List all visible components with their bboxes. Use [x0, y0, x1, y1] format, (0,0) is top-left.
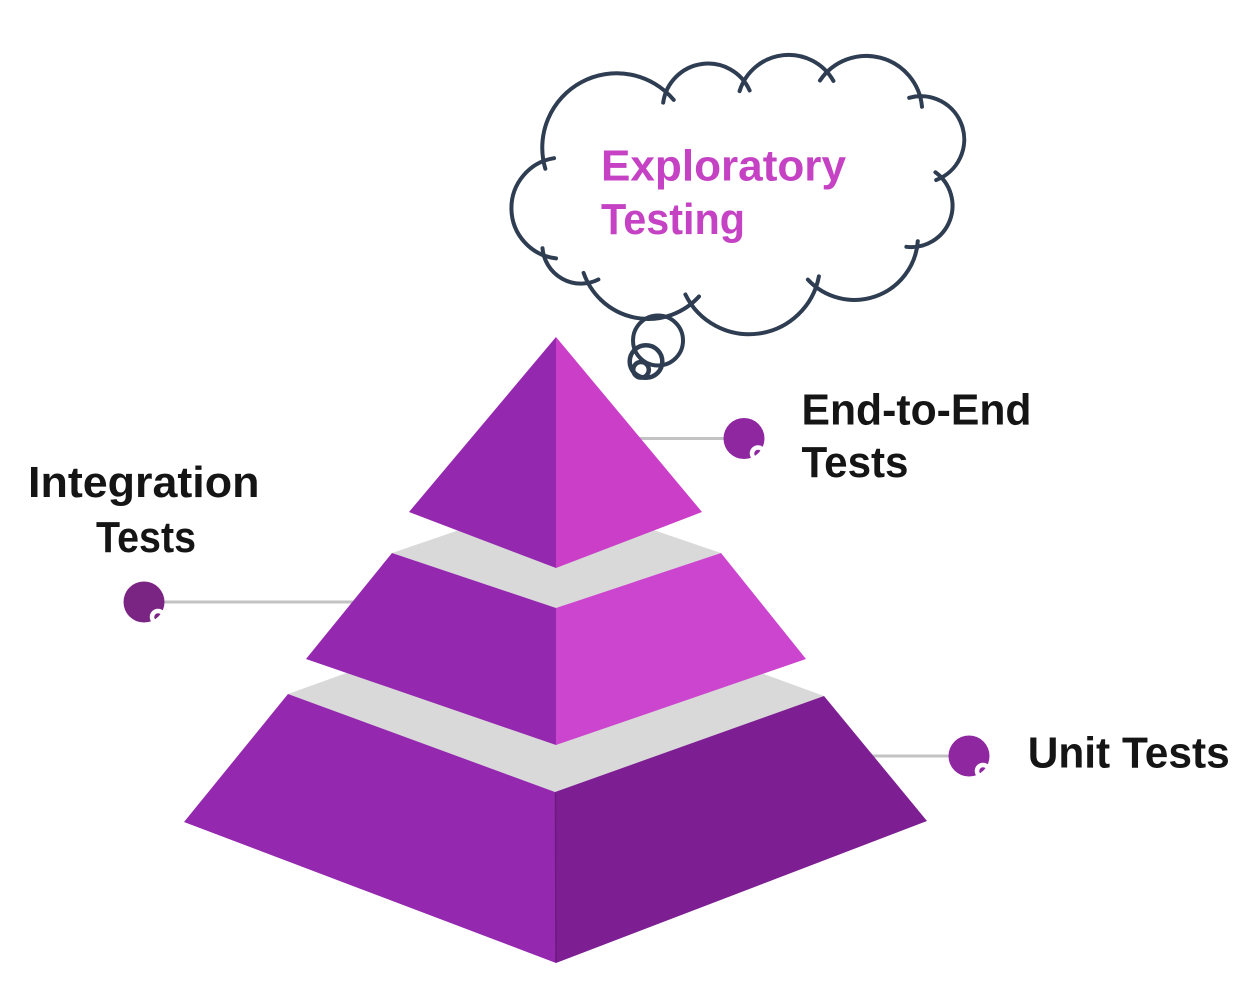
- svg-text:End-to-End: End-to-End: [802, 386, 1032, 435]
- svg-text:Integration: Integration: [28, 458, 260, 507]
- svg-text:Tests: Tests: [802, 438, 909, 487]
- svg-text:Tests: Tests: [96, 513, 196, 562]
- svg-text:Testing: Testing: [601, 196, 745, 244]
- svg-text:Exploratory: Exploratory: [601, 143, 846, 191]
- svg-text:Unit Tests: Unit Tests: [1028, 729, 1230, 778]
